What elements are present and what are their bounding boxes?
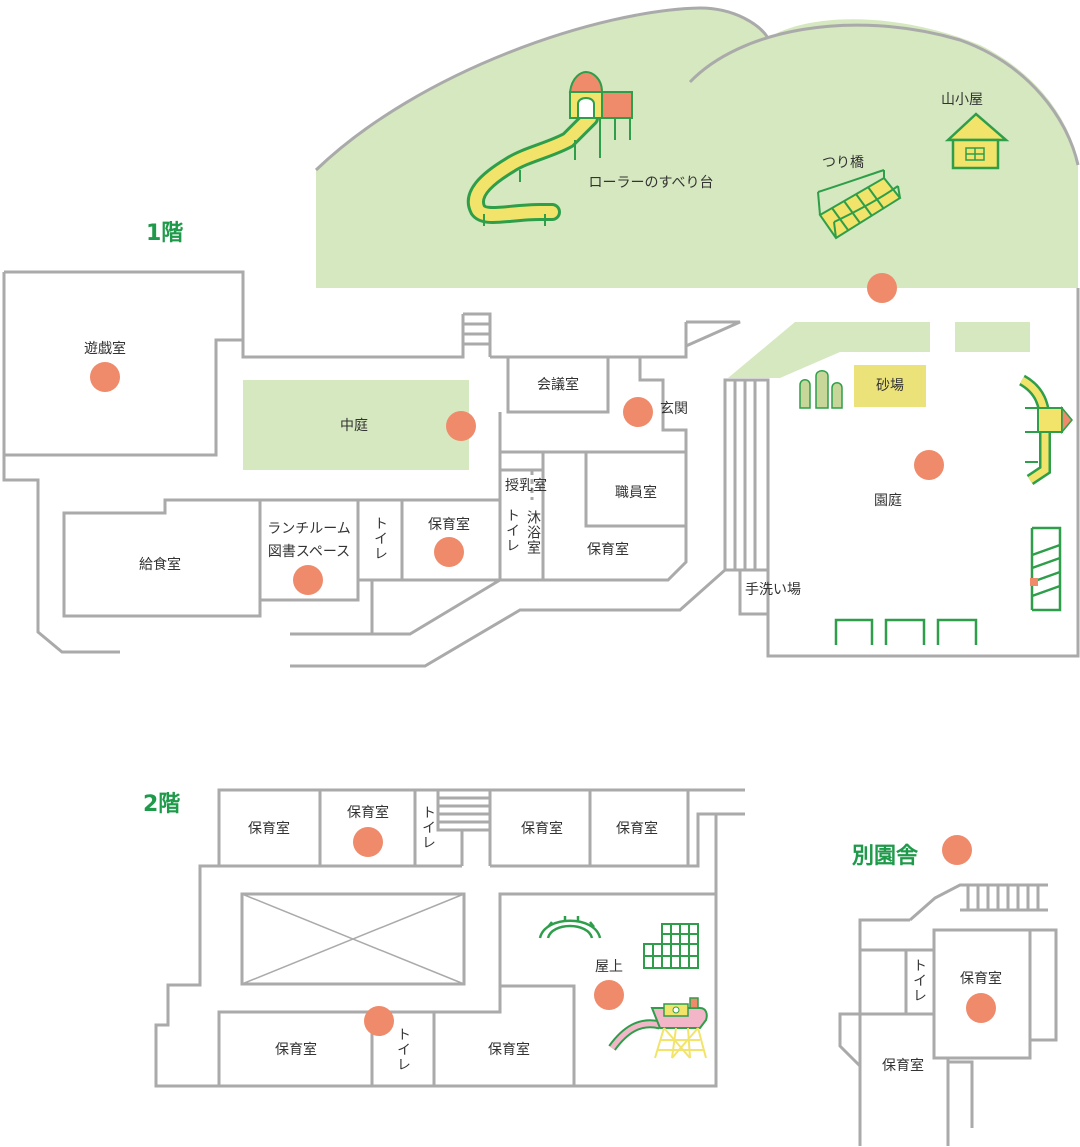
label-rooftop: 屋上 — [595, 959, 623, 975]
hill-outline-back — [314, 6, 770, 172]
rooftop-jungle-gym-illustration — [643, 923, 699, 969]
label-garden: 園庭 — [874, 493, 902, 509]
label-2f-nursery-4: 保育室 — [616, 821, 658, 837]
marker-dot-2f-nursery-2[interactable] — [353, 827, 383, 857]
label-annex-toilet: トイレ — [911, 958, 927, 1003]
marker-dot-annex-nursery[interactable] — [966, 993, 996, 1023]
label-2f-toilet-bottom: トイレ — [395, 1027, 411, 1072]
mountain-hut-illustration — [944, 112, 1010, 170]
climbing-bars-illustration — [1030, 526, 1062, 612]
label-2f-nursery-6: 保育室 — [488, 1042, 530, 1058]
marker-dot-courtyard[interactable] — [446, 411, 476, 441]
garden-green-patch — [728, 322, 930, 378]
rooftop-arch-illustration — [538, 916, 602, 939]
sandbox-area — [854, 365, 926, 407]
label-sandbox: 砂場 — [876, 378, 904, 394]
label-playroom: 遊戯室 — [84, 341, 126, 357]
marker-dot-lunchroom[interactable] — [293, 565, 323, 595]
label-2f-nursery-1: 保育室 — [248, 821, 290, 837]
floor2-walls — [154, 788, 745, 1088]
label-nursing-room: 授乳室 — [505, 478, 547, 494]
rooftop-ship-slide-illustration — [608, 997, 708, 1059]
log-posts — [799, 370, 843, 409]
floor1-walls — [2, 270, 1080, 668]
label-lunchroom-1: ランチルーム — [267, 521, 351, 537]
label-annex-nursery-b: 保育室 — [882, 1058, 924, 1074]
annex-walls — [838, 883, 1058, 1146]
marker-dot-playroom[interactable] — [90, 362, 120, 392]
marker-dot-hill[interactable] — [867, 273, 897, 303]
small-slide-illustration — [1018, 374, 1073, 485]
courtyard-area — [243, 380, 469, 470]
iron-bars-illustration — [834, 618, 978, 645]
label-bath: 沐浴室 — [525, 510, 541, 555]
label-2f-nursery-5: 保育室 — [275, 1042, 317, 1058]
floor-heading-2f: 2階 — [143, 792, 181, 817]
label-staff-room: 職員室 — [615, 485, 657, 501]
label-2f-nursery-3: 保育室 — [521, 821, 563, 837]
void-area — [240, 892, 466, 986]
marker-dot-2f-toilet[interactable] — [364, 1006, 394, 1036]
floor-heading-annex: 別園舎 — [852, 844, 919, 869]
hill-outline-front — [688, 23, 1080, 166]
label-2f-nursery-2: 保育室 — [347, 805, 389, 821]
label-courtyard: 中庭 — [340, 418, 368, 434]
label-entrance: 玄関 — [660, 401, 688, 417]
marker-dot-rooftop[interactable] — [594, 980, 624, 1010]
floor-heading-1f: 1階 — [146, 221, 184, 246]
label-toilet-a: トイレ — [372, 516, 388, 561]
suspension-bridge-illustration — [817, 169, 902, 240]
label-kitchen: 給食室 — [139, 557, 181, 573]
label-annex-nursery-a: 保育室 — [960, 971, 1002, 987]
label-roller-slide: ローラーのすべり台 — [588, 175, 714, 191]
label-washing-area: 手洗い場 — [745, 582, 801, 598]
label-meeting-room: 会議室 — [537, 377, 579, 393]
roller-slide-illustration — [466, 70, 633, 226]
label-suspension-bridge: つり橋 — [822, 155, 864, 171]
label-nursery-b: 保育室 — [587, 542, 629, 558]
marker-dot-annex-heading[interactable] — [942, 835, 972, 865]
label-mountain-hut: 山小屋 — [941, 92, 983, 108]
garden-green-patch-2 — [955, 322, 1030, 352]
label-nursery-a: 保育室 — [428, 517, 470, 533]
marker-dot-nursery-a[interactable] — [434, 537, 464, 567]
marker-dot-garden[interactable] — [914, 450, 944, 480]
label-toilet-b: トイレ — [504, 508, 520, 553]
label-lunchroom-2: 図書スペース — [267, 544, 351, 560]
marker-dot-entrance[interactable] — [623, 397, 653, 427]
label-2f-toilet-top: トイレ — [420, 805, 436, 850]
